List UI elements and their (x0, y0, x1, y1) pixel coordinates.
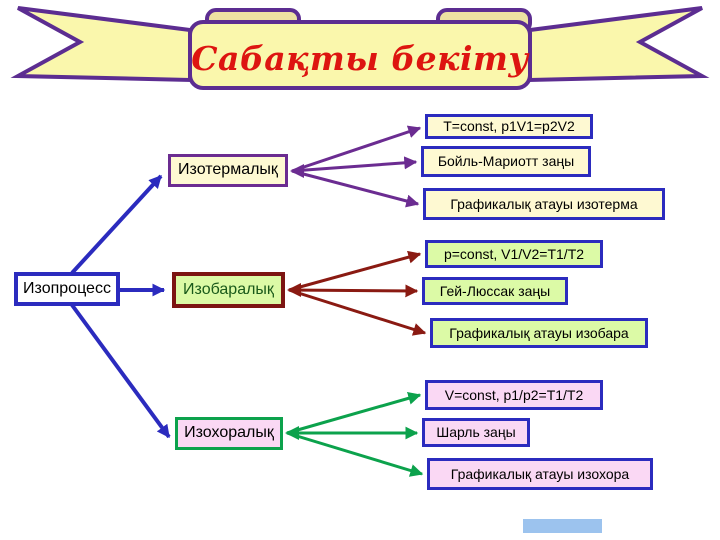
isothermal-convergence-arrowhead (290, 164, 304, 178)
leaf-box-isochoric-graph-name: Графикалық атауы изохора (427, 458, 653, 490)
leaf-box-isochoric-formula: V=const, p1/p2=T1/T2 (425, 380, 603, 410)
isochoric-convergence-arrowhead (285, 426, 299, 440)
isochoric-arrows (286, 391, 424, 477)
ribbon-panel (188, 20, 532, 90)
branch-box-isochoric: Изохоралық (175, 417, 283, 450)
ribbon-right-tail (528, 6, 710, 83)
leaf-box-isobaric-graph-name: Графикалық атауы изобара (430, 318, 648, 348)
root-arrows (70, 174, 171, 439)
ribbon-banner-shape (10, 6, 710, 90)
root-box-izoprocess: Изопроцесс (14, 272, 120, 306)
branch-box-isothermal: Изотермалық (168, 154, 288, 187)
ribbon-left-tail (10, 6, 192, 83)
leaf-box-isobaric-law: Гей-Люссак заңы (422, 277, 568, 305)
footer-accent-bar (523, 519, 602, 533)
banner-title: Сабақты бекіту (191, 38, 529, 78)
isothermal-arrows (291, 125, 422, 208)
leaf-box-isobaric-formula: p=const, V1/V2=T1/T2 (425, 240, 603, 268)
isobaric-arrows (288, 250, 427, 336)
branch-box-isobaric: Изобаралық (172, 272, 285, 308)
leaf-box-isothermal-law: Бойль-Мариотт заңы (421, 146, 591, 177)
leaf-box-isochoric-law: Шарль заңы (422, 418, 530, 447)
leaf-box-isothermal-graph-name: Графикалық атауы изотерма (423, 188, 665, 220)
isobaric-convergence-arrowhead (287, 283, 301, 297)
leaf-box-isothermal-formula: T=const, p1V1=p2V2 (425, 114, 593, 139)
